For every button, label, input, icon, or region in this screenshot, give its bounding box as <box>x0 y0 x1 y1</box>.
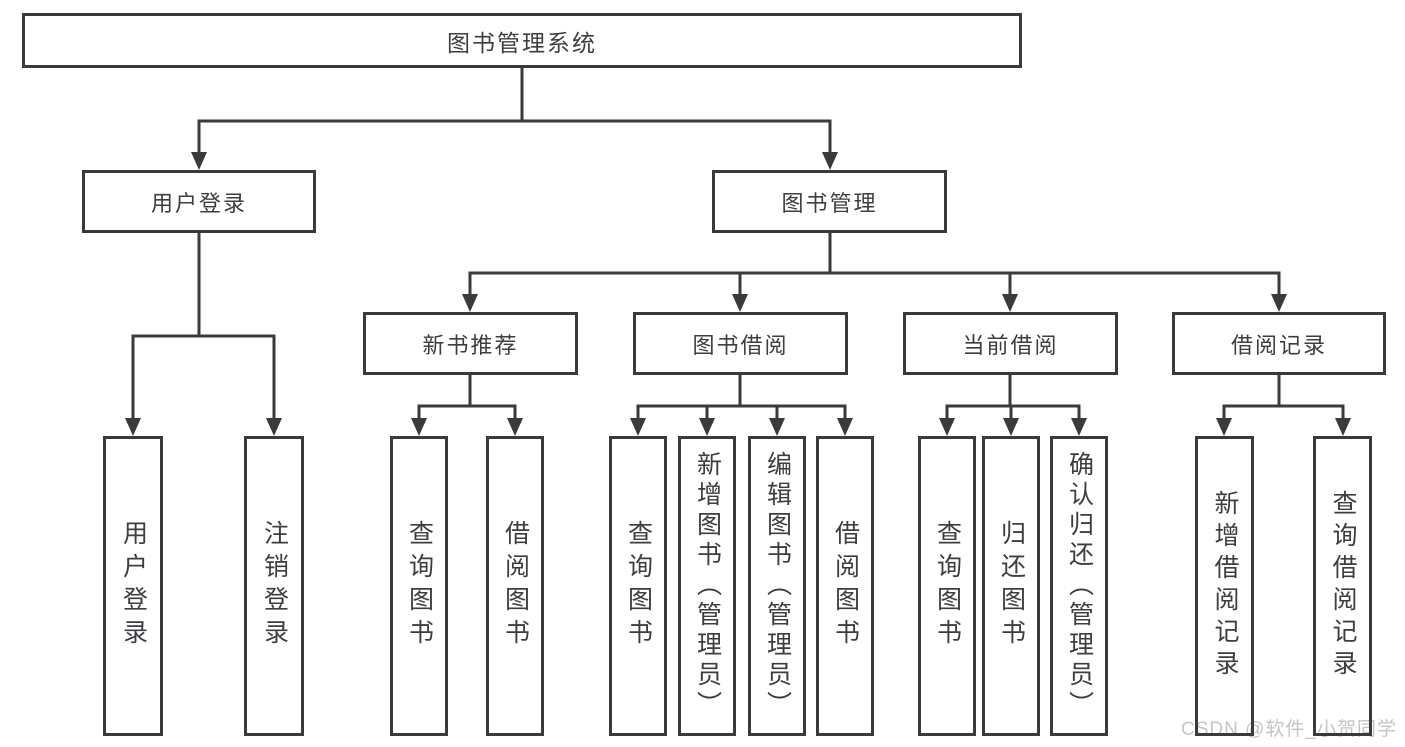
node-label: 查询借阅记录 <box>1329 490 1357 682</box>
node-label: 当前借阅 <box>962 332 1059 358</box>
node-label: 归还图书 <box>997 520 1026 652</box>
node-new-book-recommend: 新书推荐 <box>363 312 578 375</box>
node-label: 查询图书 <box>405 520 434 652</box>
leaf-query-books-borrow: 查询图书 <box>609 436 667 736</box>
leaf-edit-books-admin: 编辑图书（管理员） <box>748 436 806 736</box>
csdn-watermark: CSDN @软件_小贺同学 <box>1181 719 1397 740</box>
node-label: 图书管理系统 <box>447 29 597 56</box>
node-label: 新增图书（管理员） <box>693 451 722 721</box>
node-label: 借阅图书 <box>831 520 860 652</box>
node-label: 借阅图书 <box>501 520 530 652</box>
node-label: 编辑图书（管理员） <box>763 451 792 721</box>
node-label: 用户登录 <box>150 190 247 216</box>
node-current-borrow: 当前借阅 <box>903 312 1118 375</box>
leaf-return-books: 归还图书 <box>982 436 1040 736</box>
leaf-query-borrow-record: 查询借阅记录 <box>1313 436 1372 736</box>
node-label: 查询图书 <box>933 520 962 652</box>
node-label: 借阅记录 <box>1230 332 1327 358</box>
node-label: 图书借阅 <box>692 332 789 358</box>
leaf-borrow-books: 借阅图书 <box>816 436 874 736</box>
leaf-query-books-recommend: 查询图书 <box>390 436 448 736</box>
node-label: 新增借阅记录 <box>1211 490 1239 682</box>
leaf-borrow-books-recommend: 借阅图书 <box>486 436 544 736</box>
node-label: 用户登录 <box>119 520 148 652</box>
node-label: 注销登录 <box>260 520 289 652</box>
leaf-confirm-return-admin: 确认归还（管理员） <box>1050 436 1108 736</box>
node-borrow-records: 借阅记录 <box>1172 312 1386 375</box>
leaf-user-login: 用户登录 <box>103 436 163 736</box>
node-label: 图书管理 <box>781 190 878 216</box>
node-user-login: 用户登录 <box>82 170 316 233</box>
node-label: 查询图书 <box>624 520 653 652</box>
node-label: 新书推荐 <box>422 332 519 358</box>
node-label: 确认归还（管理员） <box>1065 451 1094 721</box>
node-library-management-system: 图书管理系统 <box>22 13 1022 68</box>
leaf-add-books-admin: 新增图书（管理员） <box>678 436 736 736</box>
node-book-management: 图书管理 <box>712 170 947 233</box>
leaf-logout-login: 注销登录 <box>244 436 304 736</box>
node-book-borrow: 图书借阅 <box>633 312 848 375</box>
leaf-query-books-current: 查询图书 <box>918 436 976 736</box>
leaf-add-borrow-record: 新增借阅记录 <box>1195 436 1254 736</box>
